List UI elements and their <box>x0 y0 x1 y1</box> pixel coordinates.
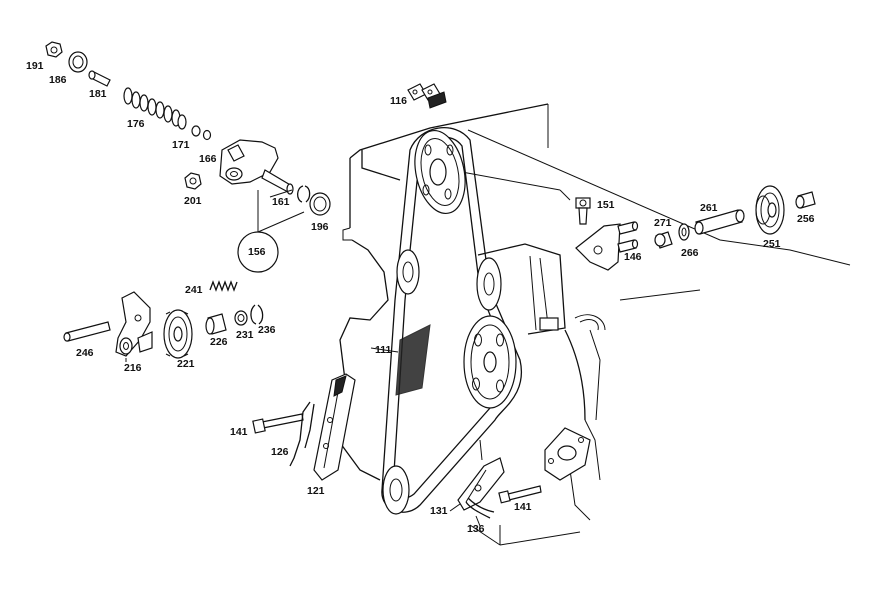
label-196: 196 <box>311 221 329 233</box>
cam-sprocket <box>414 130 466 214</box>
label-221: 221 <box>177 358 195 370</box>
bracket-146 <box>575 221 639 271</box>
leader-lines <box>125 189 481 527</box>
label-126: 126 <box>271 446 289 458</box>
spring-clip-136 <box>465 497 495 519</box>
leader-156-b <box>257 211 305 233</box>
tensioner-housing-156 <box>219 139 294 195</box>
circlip-161 <box>296 185 311 203</box>
label-146: 146 <box>624 251 642 263</box>
label-181: 181 <box>89 88 107 100</box>
pin-181 <box>88 70 111 87</box>
label-256: 256 <box>797 213 815 225</box>
guide-rail-121 <box>313 373 356 481</box>
label-176: 176 <box>127 118 145 130</box>
engine-housing <box>337 103 851 546</box>
label-161: 161 <box>272 196 290 208</box>
bolt-141-left <box>252 413 304 434</box>
label-121: 121 <box>307 485 325 497</box>
nut-201 <box>184 172 202 190</box>
label-151: 151 <box>597 199 615 211</box>
bushing-226 <box>205 313 227 335</box>
ring-166 <box>202 129 212 141</box>
bolt-141-right <box>498 485 542 504</box>
label-156: 156 <box>248 246 266 258</box>
label-246: 246 <box>76 347 94 359</box>
callout-circle-156 <box>237 231 279 273</box>
dowel-pin-246 <box>63 321 111 342</box>
tensioner-shoe-131 <box>457 457 505 511</box>
roller-251 <box>755 185 785 235</box>
label-226: 226 <box>210 336 228 348</box>
cap-256 <box>795 191 816 209</box>
label-201: 201 <box>184 195 202 207</box>
shaft-261 <box>694 209 745 235</box>
label-241: 241 <box>185 284 203 296</box>
label-116: 116 <box>390 95 407 107</box>
label-251: 251 <box>763 238 781 250</box>
label-216: 216 <box>124 362 142 374</box>
washer-186 <box>68 51 88 73</box>
label-131: 131 <box>430 505 448 517</box>
circlip-236 <box>250 304 264 325</box>
label-111: 111 <box>375 344 392 356</box>
bolt-151 <box>575 197 591 225</box>
washer-231 <box>234 310 248 326</box>
crank-sprocket <box>463 315 517 409</box>
label-271: 271 <box>654 217 672 229</box>
seal-ring-196 <box>309 192 331 216</box>
label-141-left: 141 <box>230 426 248 438</box>
label-236: 236 <box>258 324 276 336</box>
ring-266 <box>678 223 690 241</box>
idler-sprocket-left <box>396 249 420 295</box>
clip-126 <box>289 401 315 467</box>
chain-link <box>407 83 447 109</box>
spring-241 <box>209 280 238 292</box>
label-186: 186 <box>49 74 67 86</box>
label-266: 266 <box>681 247 699 259</box>
label-261: 261 <box>700 202 718 214</box>
lower-sprocket <box>382 465 410 515</box>
washer-171 <box>191 125 201 137</box>
spring-176 <box>123 87 187 130</box>
plug-271 <box>654 231 673 249</box>
label-171: 171 <box>172 139 190 151</box>
label-136: 136 <box>467 523 485 535</box>
nut-191 <box>45 41 63 58</box>
label-166: 166 <box>199 153 217 165</box>
label-191: 191 <box>26 60 44 72</box>
idler-sprocket-right <box>476 257 502 311</box>
label-231: 231 <box>236 329 254 341</box>
label-141-right: 141 <box>514 501 532 513</box>
sprocket-221 <box>163 309 193 359</box>
tensioner-arm-216 <box>115 291 153 357</box>
